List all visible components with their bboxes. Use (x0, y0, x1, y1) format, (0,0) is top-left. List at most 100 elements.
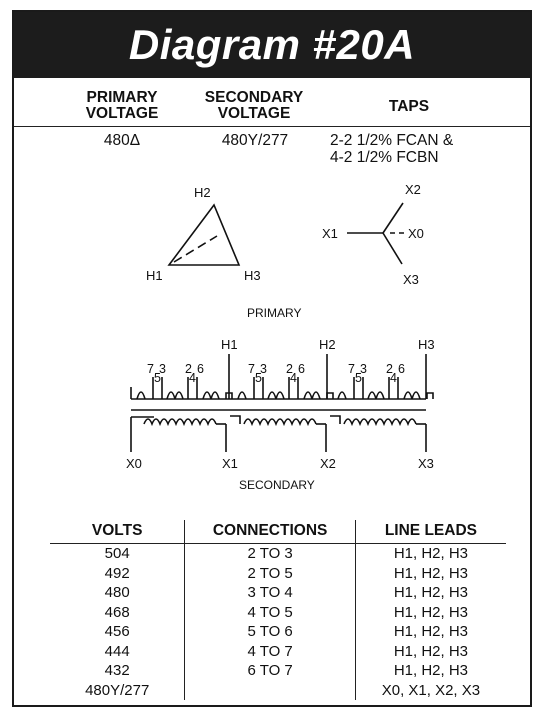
group-joint (326, 392, 334, 399)
table-header-row: VOLTS CONNECTIONS LINE LEADS (50, 520, 506, 544)
h-terminal-label: H3 (418, 337, 435, 352)
wye-vector (347, 202, 405, 265)
primary-coil-turn (403, 391, 413, 400)
primary-coil-turn (202, 391, 212, 400)
line-leads-cell: H1, H2, H3 (393, 603, 469, 621)
primary-coil-turn (275, 391, 285, 400)
primary-coil-turn (174, 391, 184, 400)
line-leads-cell: X0, X1, X2, X3 (381, 681, 481, 699)
secondary-label: SECONDARY (239, 478, 315, 492)
tap-label: 6 (298, 362, 305, 376)
diagram-title: Diagram #20A (128, 21, 416, 68)
line-leads-cell: H1, H2, H3 (393, 564, 469, 582)
delta-h3-label: H3 (244, 268, 261, 283)
tap-label: 6 (197, 362, 204, 376)
delta-triangle (167, 203, 241, 266)
tap-label: 4 (290, 371, 297, 385)
tap-label: 7 (147, 362, 154, 376)
connection-cell: 2 TO 3 (184, 543, 356, 564)
table-row: 468 4 TO 5 H1, H2, H3 (50, 602, 506, 622)
secondary-coil (343, 418, 417, 427)
table-row: 444 4 TO 7 H1, H2, H3 (50, 641, 506, 661)
line-leads-cell: H1, H2, H3 (393, 623, 469, 641)
tap-label: 2 (386, 362, 393, 376)
table-row: 480 3 TO 4 H1, H2, H3 (50, 583, 506, 603)
x-terminal-label: X1 (222, 456, 238, 471)
connection-cell: 4 TO 5 (184, 602, 356, 622)
connection-cell: 5 TO 6 (184, 622, 356, 642)
tap-label: 4 (189, 371, 196, 385)
volts-cell: 480Y/277 (85, 681, 150, 699)
primary-coil-turn (303, 391, 313, 400)
neutral-link (230, 415, 241, 424)
primary-label: PRIMARY (247, 306, 301, 320)
wye-x3-leg (382, 232, 403, 265)
volts-cell: 456 (104, 623, 130, 641)
taps-header: TAPS (388, 98, 430, 115)
tap-label: 2 (286, 362, 293, 376)
wye-x2-leg (382, 202, 404, 234)
volts-cell: 492 (104, 564, 130, 582)
connections-header: CONNECTIONS (184, 520, 356, 544)
group-joint (426, 392, 434, 399)
primary-coil-turn (237, 391, 247, 400)
delta-h2-label: H2 (194, 185, 211, 200)
tap-label: 3 (159, 362, 166, 376)
wye-x0-label: X0 (408, 226, 424, 241)
primary-coil-turn (311, 391, 321, 400)
volts-cell: 468 (104, 603, 130, 621)
primary-header-line2: VOLTAGE (85, 105, 159, 122)
wye-x3-label: X3 (403, 272, 419, 287)
line-leads-header: LINE LEADS (355, 520, 506, 544)
h-terminal-label: H2 (319, 337, 336, 352)
title-banner: Diagram #20A (14, 12, 530, 78)
volts-header: VOLTS (50, 520, 185, 544)
connection-cell: 4 TO 7 (184, 641, 356, 661)
table-row: 456 5 TO 6 H1, H2, H3 (50, 622, 506, 642)
table-row: 480Y/277 X0, X1, X2, X3 (50, 680, 506, 700)
secondary-coil (143, 418, 217, 427)
secondary-voltage-value: 480Y/277 (221, 132, 289, 149)
volts-cell: 444 (104, 642, 130, 660)
connection-cell (184, 680, 356, 700)
primary-voltage-header: PRIMARY VOLTAGE (72, 90, 172, 122)
tap-label: 2 (185, 362, 192, 376)
tap-label: 3 (260, 362, 267, 376)
primary-coil-turn (367, 391, 377, 400)
wye-x2-label: X2 (405, 182, 421, 197)
tap-label: 3 (360, 362, 367, 376)
connection-table: VOLTS CONNECTIONS LINE LEADS 504 2 TO 3 H1… (50, 520, 506, 700)
primary-coil-turn (411, 391, 421, 400)
secondary-voltage-header: SECONDARY VOLTAGE (196, 90, 312, 122)
delta-phase-marker (173, 235, 218, 263)
h-terminal-label: H1 (221, 337, 238, 352)
primary-coil-turn (166, 391, 176, 400)
primary-coil-turn (136, 391, 146, 400)
volts-cell: 504 (104, 545, 130, 563)
neutral-link (330, 415, 341, 424)
tap-label: 5 (255, 371, 262, 385)
spec-header-row: PRIMARY VOLTAGE SECONDARY VOLTAGE TAPS (14, 82, 530, 127)
wye-x1-label: X1 (322, 226, 338, 241)
x-terminal-label: X3 (418, 456, 434, 471)
tap-label: 7 (348, 362, 355, 376)
line-leads-cell: H1, H2, H3 (393, 584, 469, 602)
tap-label: 5 (154, 371, 161, 385)
primary-coil-turn (337, 391, 347, 400)
taps-value: 2-2 1/2% FCAN & 4-2 1/2% FCBN (330, 132, 490, 166)
delta-h1-label: H1 (146, 268, 163, 283)
connection-cell: 3 TO 4 (184, 583, 356, 603)
x-terminal-label: X2 (320, 456, 336, 471)
primary-header-line1: PRIMARY (86, 89, 158, 106)
volts-cell: 480 (104, 584, 130, 602)
x-terminal-label: X0 (126, 456, 142, 471)
secondary-coil (243, 418, 317, 427)
primary-voltage-value: 480Δ (103, 132, 141, 149)
line-leads-cell: H1, H2, H3 (393, 642, 469, 660)
primary-coil-turn (210, 391, 220, 400)
line-leads-cell: H1, H2, H3 (393, 662, 469, 680)
taps-line2: 4-2 1/2% FCBN (330, 149, 439, 166)
